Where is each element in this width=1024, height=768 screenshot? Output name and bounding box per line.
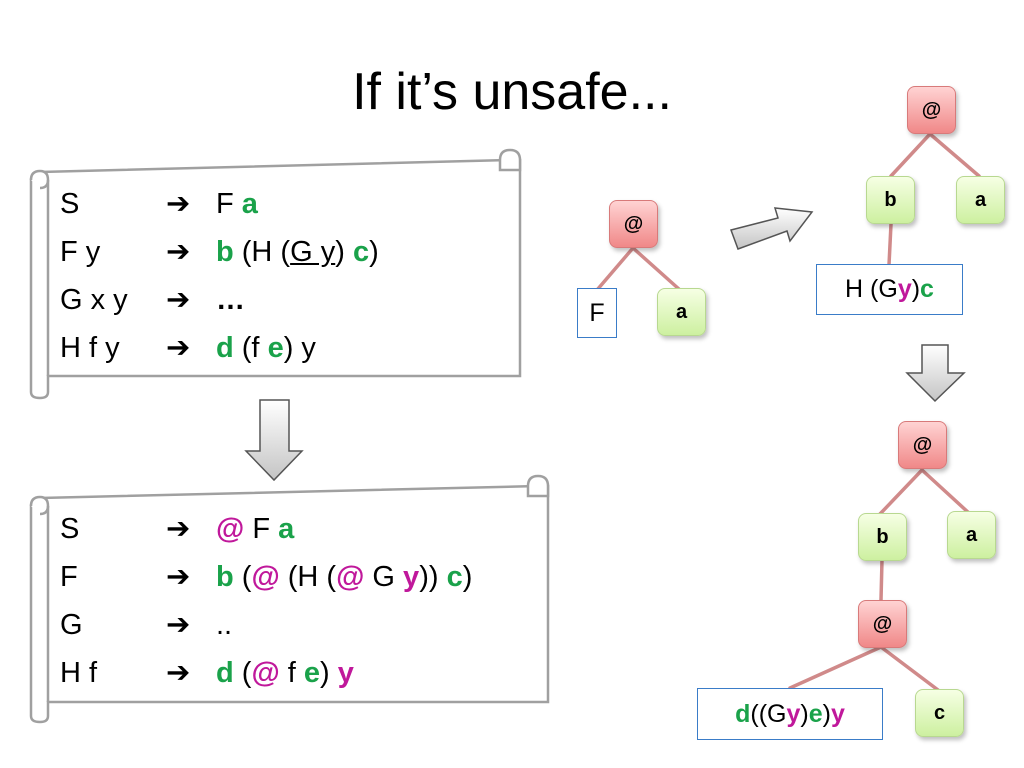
down-arrow-right-icon — [905, 344, 966, 403]
apply-symbol: @ — [251, 561, 280, 593]
rewrite-arrow-icon: ➔ — [166, 609, 191, 641]
rewrite-arrow-icon: ➔ — [166, 657, 191, 689]
box-text: ((G — [750, 699, 787, 728]
down-arrow-icon — [244, 399, 304, 482]
rhs-text: (f — [233, 332, 268, 364]
rule-lhs: F y — [60, 236, 101, 268]
rhs-text: )) — [419, 561, 447, 593]
tree3-right-node: a — [947, 511, 996, 559]
tree1-left-box: F — [577, 288, 617, 338]
ellipsis: … — [216, 284, 245, 316]
rule-rhs: b (H (G y) c) — [216, 228, 379, 276]
rewrite-arrow-icon: ➔ — [166, 284, 191, 316]
rhs-text: ) — [335, 236, 353, 268]
scroll-bottom-shape — [29, 474, 550, 724]
rule-lhs: G x y — [60, 284, 128, 316]
rhs-text: ) — [462, 561, 473, 593]
rhs-text: (H ( — [233, 236, 291, 268]
terminal-a: a — [241, 188, 258, 220]
terminal-d: d — [216, 657, 234, 689]
variable-y: y — [830, 699, 845, 728]
grammar-bottom: S ➔ @ F a F ➔ b (@ (H (@ G y)) c) G ➔ ..… — [60, 505, 530, 701]
rule-rhs: b (@ (H (@ G y)) c) — [216, 553, 472, 601]
unsafe-subterm: G y — [290, 236, 336, 268]
terminal-c: c — [352, 236, 370, 268]
ellipsis: .. — [216, 609, 233, 641]
apply-symbol: @ — [216, 513, 245, 545]
rule-lhs: H f — [60, 657, 98, 689]
tree3-inner-right-node: c — [915, 689, 964, 737]
tree2-left-node: b — [866, 176, 915, 224]
terminal-c: c — [920, 275, 934, 303]
box-text: ) — [800, 699, 809, 728]
terminal-a: a — [278, 513, 295, 545]
rule-rhs: .. — [216, 601, 232, 649]
rule-lhs: S — [60, 513, 80, 545]
tree1-right-node: a — [657, 288, 706, 336]
box-text: ) — [822, 699, 831, 728]
terminal-b: b — [216, 561, 234, 593]
variable-y: y — [403, 561, 420, 593]
tree3-left-node: b — [858, 513, 907, 561]
terminal-d: d — [735, 699, 751, 728]
rule-rhs: @ F a — [216, 505, 294, 553]
terminal-e: e — [808, 699, 823, 728]
terminal-c: c — [446, 561, 463, 593]
rhs-text: ) — [320, 657, 338, 689]
tree2-root-node: @ — [907, 86, 956, 134]
rule-lhs: G — [60, 609, 83, 641]
rewrite-arrow-icon: ➔ — [166, 513, 191, 545]
rhs-text: ) y — [283, 332, 316, 364]
rhs-text: F — [244, 513, 279, 545]
right-arrow-icon — [730, 207, 814, 250]
rewrite-arrow-icon: ➔ — [166, 236, 191, 268]
rule-rhs: … — [216, 276, 245, 324]
tree2-box: H (G y) c — [816, 264, 963, 315]
apply-symbol: @ — [336, 561, 365, 593]
box-text: ) — [911, 275, 921, 303]
rhs-text: F — [216, 188, 242, 220]
tree3-box: d ((G y) e) y — [697, 688, 883, 740]
rewrite-arrow-icon: ➔ — [166, 332, 191, 364]
tree-edges — [595, 132, 981, 692]
tree3-inner-node: @ — [858, 600, 907, 648]
rule-rhs: F a — [216, 180, 258, 228]
rule-lhs: H f y — [60, 332, 120, 364]
tree1-root-node: @ — [609, 200, 658, 248]
rule-rhs: d (@ f e) y — [216, 649, 354, 697]
rhs-text: G — [364, 561, 404, 593]
rhs-text: ( — [233, 657, 252, 689]
rule-lhs: F — [60, 561, 78, 593]
scroll-top-shape — [29, 148, 522, 400]
terminal-e: e — [303, 657, 321, 689]
rule-lhs: S — [60, 188, 80, 220]
slide-title: If it’s unsafe... — [352, 63, 672, 121]
variable-y: y — [897, 275, 912, 303]
box-text: H (G — [845, 275, 898, 303]
terminal-e: e — [267, 332, 284, 364]
rhs-text: ) — [369, 236, 379, 268]
grammar-top: S ➔ F a F y ➔ b (H (G y) c) G x y ➔ … H … — [60, 180, 500, 376]
terminal-b: b — [216, 236, 234, 268]
apply-symbol: @ — [251, 657, 280, 689]
rewrite-arrow-icon: ➔ — [166, 561, 191, 593]
rhs-text: (H ( — [279, 561, 337, 593]
tree2-right-node: a — [956, 176, 1005, 224]
rhs-text: ( — [233, 561, 252, 593]
rewrite-arrow-icon: ➔ — [166, 188, 191, 220]
rhs-text: f — [279, 657, 304, 689]
variable-y: y — [786, 699, 801, 728]
rule-rhs: d (f e) y — [216, 324, 316, 372]
terminal-d: d — [216, 332, 234, 364]
tree3-root-node: @ — [898, 421, 947, 469]
variable-y: y — [337, 657, 354, 689]
